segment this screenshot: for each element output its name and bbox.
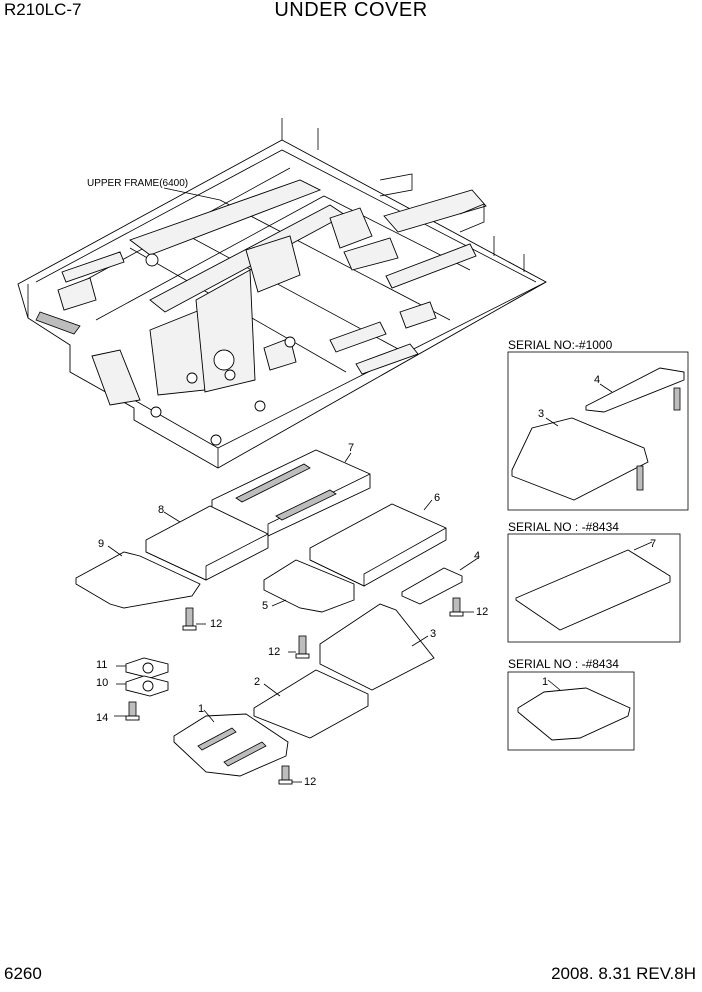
cover-10 — [116, 675, 169, 697]
revision-date: 2008. 8.31 REV.8H — [551, 964, 696, 983]
serial-box-3 — [507, 671, 635, 751]
serial-label-2: SERIAL NO : -#8434 — [508, 520, 619, 534]
model-number: R210LC-7 — [4, 0, 82, 19]
gasket-11 — [116, 657, 169, 679]
callout-12: 12 — [476, 606, 489, 618]
bolt-icon — [288, 635, 310, 659]
callout-3-serial: 3 — [538, 408, 545, 420]
serial-label-3: SERIAL NO : -#8434 — [508, 657, 619, 671]
cover-plate-6 — [309, 499, 447, 587]
callout-12: 12 — [304, 776, 317, 788]
bolt-icon — [182, 607, 206, 631]
callout-12: 12 — [210, 618, 223, 630]
serial-label-1: SERIAL NO:-#1000 — [508, 338, 613, 352]
cover-plate-1 — [173, 709, 289, 777]
cover-plate-8 — [145, 505, 269, 581]
callout-8: 8 — [158, 504, 165, 516]
page-number: 6260 — [4, 964, 42, 983]
callout-4-serial: 4 — [594, 374, 601, 386]
callout-10: 10 — [96, 677, 109, 689]
upper-frame-label: UPPER FRAME(6400) — [87, 178, 189, 189]
callout-12: 12 — [268, 646, 281, 658]
callout-6: 6 — [434, 492, 441, 504]
callout-5: 5 — [262, 600, 269, 612]
callout-11: 11 — [96, 659, 108, 671]
bolt-icon — [449, 597, 474, 617]
cover-plate-9 — [75, 545, 201, 609]
bolt-icon — [114, 701, 140, 721]
callout-7: 7 — [348, 442, 355, 454]
callout-1: 1 — [198, 703, 205, 715]
cover-plate-3 — [319, 603, 435, 691]
upper-frame — [17, 118, 547, 469]
cover-plate-4 — [401, 557, 479, 605]
serial-box-1 — [507, 351, 689, 511]
callout-14: 14 — [96, 712, 109, 724]
callout-7-serial: 7 — [650, 538, 657, 550]
serial-box-2 — [507, 533, 681, 643]
callout-3: 3 — [430, 628, 437, 640]
callout-9: 9 — [98, 538, 105, 550]
callout-1-serial: 1 — [542, 676, 549, 688]
cover-plate-5 — [263, 559, 355, 613]
callout-2: 2 — [254, 676, 261, 688]
bolt-icon — [278, 765, 302, 785]
cover-plate-2 — [253, 669, 369, 739]
callout-4: 4 — [474, 550, 481, 562]
page-title: UNDER COVER — [274, 0, 428, 21]
